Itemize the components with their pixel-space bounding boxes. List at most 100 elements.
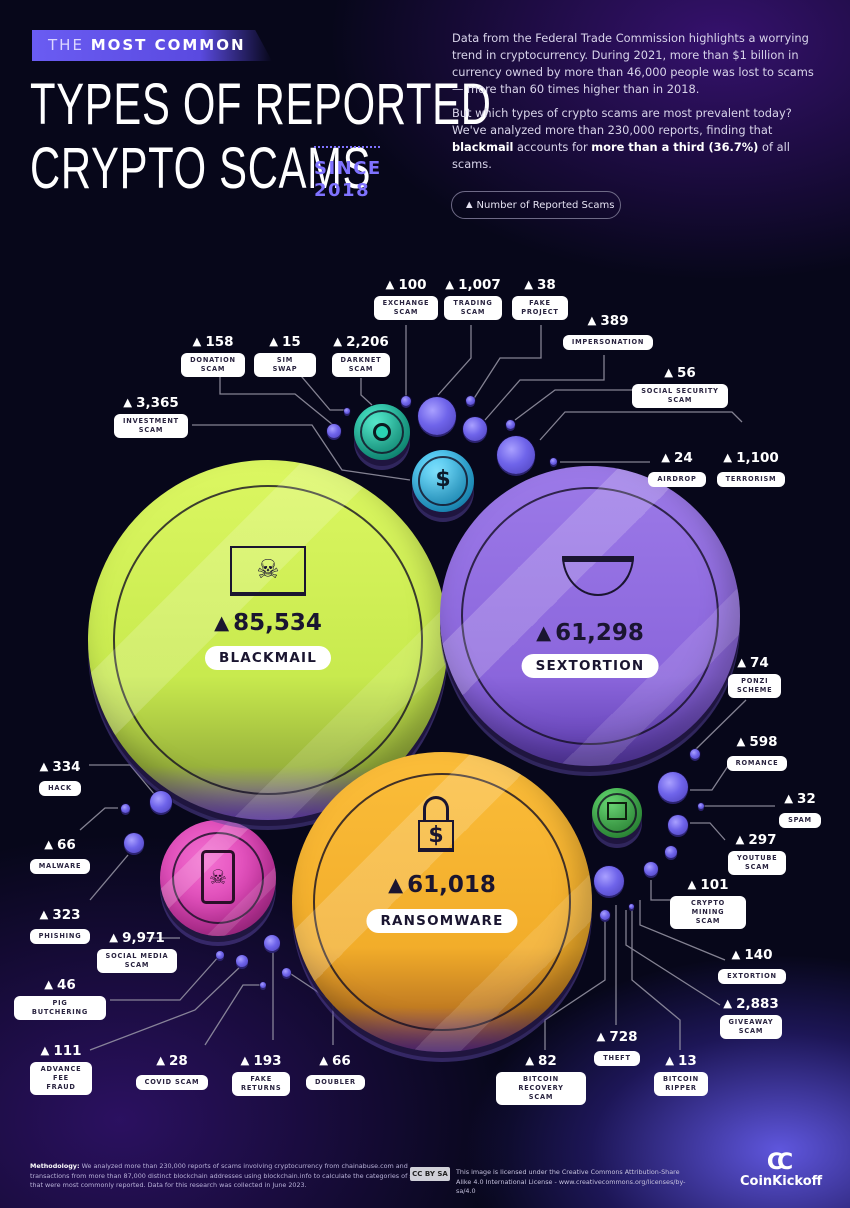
- label-value: 598: [749, 734, 778, 750]
- label-value: 2,883: [736, 996, 779, 1012]
- label-value: 32: [797, 791, 816, 807]
- intro-p2-bold-1: blackmail: [452, 140, 514, 154]
- label-tag: SIM SWAP: [254, 353, 316, 377]
- blackmail-value: 85,534: [233, 610, 322, 636]
- label-tag: IMPERSONATION: [562, 335, 654, 350]
- label-value: 111: [53, 1043, 82, 1059]
- label-value: 74: [750, 655, 769, 671]
- ransomware-value: 61,018: [407, 872, 496, 898]
- label-value: 140: [744, 947, 773, 963]
- warning-triangle-icon: ▲: [319, 1053, 329, 1067]
- warning-triangle-icon: ▲: [333, 334, 343, 348]
- label-tag: TERRORISM: [716, 472, 786, 487]
- label-tag: MALWARE: [29, 859, 91, 874]
- label-value: 15: [282, 334, 301, 350]
- label-tag: FAKE PROJECT: [512, 296, 568, 320]
- ransomware-label: RANSOMWARE: [366, 909, 518, 933]
- label-value: 100: [398, 277, 427, 293]
- label-tag: PIG BUTCHERING: [14, 996, 106, 1020]
- warning-triangle-icon: ▲: [40, 1043, 50, 1057]
- warning-triangle-icon: ▲: [723, 450, 733, 464]
- label-tag: DOUBLER: [306, 1075, 365, 1090]
- warning-triangle-icon: ▲: [596, 1029, 606, 1043]
- label-tag: AIRDROP: [648, 472, 706, 487]
- label-tag: YOUTUBE SCAM: [728, 851, 787, 875]
- bubble-ring: [359, 409, 405, 455]
- warning-triangle-icon: ▲: [240, 1053, 250, 1067]
- methodology-text: We analyzed more than 230,000 reports of…: [30, 1162, 430, 1189]
- methodology-note: Methodology: We analyzed more than 230,0…: [30, 1162, 430, 1191]
- label-value: 24: [674, 450, 693, 466]
- label-tag: DONATION SCAM: [181, 353, 245, 377]
- label-tag: INVESTMENT SCAM: [114, 414, 188, 438]
- label-value: 193: [253, 1053, 282, 1069]
- label-value: 56: [677, 365, 696, 381]
- bubble-ponzi: [690, 749, 700, 759]
- bubble-pig-butchering: [216, 951, 224, 959]
- bubble-fake-project: [466, 396, 475, 405]
- warning-triangle-icon: ▲: [214, 611, 230, 634]
- label-tag: BITCOIN RECOVERY SCAM: [496, 1072, 586, 1105]
- intro-p2-d: of all scams.: [452, 140, 790, 171]
- label-value: 13: [678, 1053, 697, 1069]
- title-line-1: TYPES OF REPORTED: [30, 72, 492, 137]
- warning-triangle-icon: ▲: [737, 655, 747, 669]
- gift-icon: [607, 802, 627, 820]
- bubble-youtube: [668, 815, 688, 835]
- bubble-hack: [150, 791, 172, 813]
- label-value: 389: [600, 313, 629, 329]
- bubble-ransomware: $ ▲61,018 RANSOMWARE: [292, 752, 592, 1052]
- bubble-donation: [327, 424, 341, 438]
- intro-text: Data from the Federal Trade Commission h…: [452, 30, 822, 180]
- bubble-darknet: [354, 404, 410, 460]
- since-badge: SINCE 2018: [314, 158, 382, 202]
- label-tag: COVID SCAM: [135, 1075, 209, 1090]
- label-value: 28: [169, 1053, 188, 1069]
- warning-triangle-icon: ▲: [39, 759, 49, 773]
- legend: ▲Number of Reported Scams: [451, 191, 621, 219]
- bubble-spam: [698, 803, 704, 809]
- label-value: 1,100: [736, 450, 779, 466]
- warning-triangle-icon: ▲: [123, 395, 133, 409]
- label-value: 66: [332, 1053, 351, 1069]
- warning-triangle-icon: ▲: [269, 334, 279, 348]
- warning-triangle-icon: ▲: [664, 365, 674, 379]
- bubble-exchange: [401, 396, 411, 406]
- label-tag: TRADING SCAM: [444, 296, 502, 320]
- brand-name: CoinKickoff: [740, 1174, 823, 1189]
- label-tag: EXTORTION: [718, 969, 786, 984]
- warning-triangle-icon: ▲: [156, 1053, 166, 1067]
- intro-p2-c: accounts for: [513, 140, 592, 154]
- money-bag-icon: $: [435, 467, 451, 492]
- warning-triangle-icon: ▲: [466, 200, 473, 210]
- methodology-label: Methodology:: [30, 1162, 80, 1170]
- intro-p2-a: But which types of crypto scams are most…: [452, 106, 792, 137]
- warning-triangle-icon: ▲: [388, 873, 404, 896]
- license-text: This image is licensed under the Creativ…: [456, 1168, 686, 1195]
- sextortion-value: 61,298: [555, 620, 644, 646]
- bubble-airdrop: [550, 458, 557, 465]
- bubble-sextortion: ▲61,298 SEXTORTION: [440, 466, 740, 766]
- label-value: 297: [748, 832, 777, 848]
